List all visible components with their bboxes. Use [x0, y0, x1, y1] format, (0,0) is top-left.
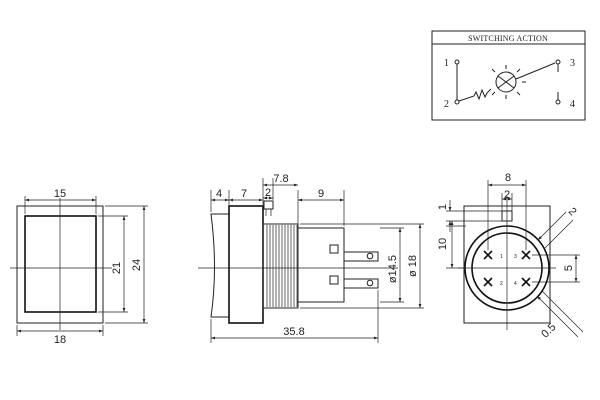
- side-dim-2: 2: [265, 187, 271, 199]
- front-height-inner-dim: 21: [111, 262, 123, 274]
- side-threaded-body: [262, 223, 299, 309]
- side-dim-7-8: 7.8: [273, 173, 288, 185]
- rear-pin-2: [483, 277, 493, 287]
- rear-pin-label-4: 4: [514, 281, 517, 287]
- rear-pin-4: [521, 277, 531, 287]
- side-thread-lines: [266, 225, 298, 307]
- rear-pin-label-1: 1: [500, 254, 503, 260]
- rear-dim-0-5: 0.5: [539, 321, 558, 340]
- rear-key-tab: [501, 210, 513, 222]
- front-lens-rect: [24, 215, 97, 313]
- terminal-label-3: 3: [570, 58, 575, 69]
- side-dim-4: 4: [216, 188, 222, 200]
- side-dim-7: 7: [241, 188, 247, 200]
- terminal-2-dot: [454, 99, 460, 105]
- rear-pin-label-2: 2: [500, 281, 503, 287]
- lamp-icon: [491, 65, 526, 99]
- front-height-outer-dim: 24: [131, 259, 143, 271]
- side-lens-cap: [210, 213, 230, 318]
- rear-dim-1: 1: [437, 204, 449, 210]
- rear-dim-2: 2: [504, 189, 510, 201]
- side-dia-18: ø 18: [407, 255, 419, 277]
- terminal-label-4: 4: [570, 99, 575, 110]
- terminal-4-dot: [555, 99, 561, 105]
- front-width-top-dim: 15: [54, 188, 66, 200]
- terminal-label-2: 2: [444, 99, 449, 110]
- resistor-symbol: [458, 88, 492, 102]
- terminal-label-1: 1: [444, 58, 449, 69]
- switching-action-frame: [431, 30, 586, 121]
- front-view: 15 18 21 24: [10, 188, 148, 346]
- side-dia-14-5: ø14.5: [387, 255, 399, 283]
- side-terminal-pin-lower: [343, 278, 379, 289]
- side-terminal-pin-upper: [343, 251, 379, 262]
- rear-pin-3: [521, 250, 531, 260]
- side-bezel: [228, 205, 264, 324]
- terminal-3-dot: [555, 59, 561, 65]
- side-length-total: 35.8: [283, 326, 304, 338]
- switching-action-diagram: SWITCHING ACTION 1 2 3 4: [431, 30, 586, 121]
- rear-pin-1: [483, 250, 493, 260]
- terminal-1-dot: [454, 59, 460, 65]
- switching-action-title: SWITCHING ACTION: [468, 34, 548, 43]
- side-view: 4 7 7.8 2 9 ø14.5 ø 18 35.8: [198, 173, 424, 343]
- rear-dim-10: 10: [437, 238, 449, 250]
- side-retaining-tab: [263, 200, 274, 210]
- rear-dim-5: 5: [563, 265, 575, 271]
- rear-pin-label-3: 3: [514, 254, 517, 260]
- rear-view: 1 2 3 4 8 2 1 10 5 2 0.5: [437, 172, 584, 341]
- rear-dim-r2: 2: [566, 205, 579, 218]
- side-switch-body: [297, 227, 345, 303]
- side-dim-9: 9: [318, 188, 324, 200]
- front-width-bottom-dim: 18: [54, 334, 66, 346]
- rear-dim-8: 8: [505, 172, 511, 184]
